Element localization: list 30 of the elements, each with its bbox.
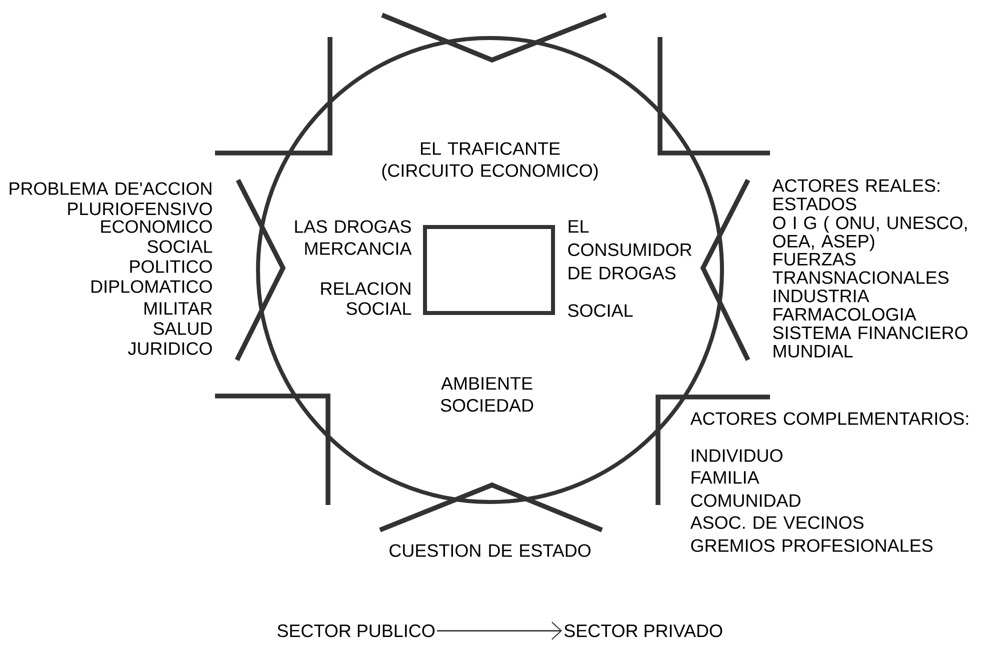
list-text: INDUSTRIA FARMACOLOGIA xyxy=(774,290,916,321)
list-text: COMUNIDAD xyxy=(691,494,800,507)
circle-text: EL TRAFICANTE (CIRCUITO ECONOMICO) xyxy=(382,142,598,180)
list-text: SOCIAL xyxy=(148,240,212,253)
list-text: FAMILIA xyxy=(692,471,760,484)
list-text: GREMIOS PROFESIONALES xyxy=(691,539,932,552)
list-text: ACTORES COMPLEMENTARIOS: xyxy=(690,412,968,425)
list-text: JURIDICO xyxy=(128,342,212,355)
list-text: ESTADOS xyxy=(774,198,856,210)
list-text: INDIVIDUO xyxy=(692,449,782,462)
list-text: ASOC. DE VECINOS xyxy=(690,516,864,529)
list-text: DIPLOMATICO xyxy=(92,280,212,293)
sector-text: SECTOR PRIVADO xyxy=(564,624,722,638)
arrow xyxy=(437,622,562,640)
list-text: POLITICO xyxy=(130,260,212,273)
box-side-text: LAS DROGAS MERCANCIA xyxy=(295,220,412,255)
box-side-text: EL CONSUMIDOR DE DROGAS xyxy=(568,220,692,280)
list-text: SISTEMA FINANCIERO MUNDIAL xyxy=(773,326,968,358)
list-text: SALUD xyxy=(154,322,212,335)
list-text: ECONOMICO xyxy=(101,220,212,233)
list-text: MILITAR xyxy=(144,302,212,315)
list-text: PROBLEMA DE'ACCION PLURIOFENSIVO xyxy=(10,182,212,216)
box-side-text: SOCIAL xyxy=(568,304,633,317)
circle-text: AMBIENTE SOCIEDAD xyxy=(440,377,534,412)
box-side-text: RELACION SOCIAL xyxy=(321,282,412,315)
list-text: FUERZAS TRANSNACIONALES xyxy=(772,252,948,284)
list-text: CUESTION DE ESTADO xyxy=(390,544,590,557)
sector-text: SECTOR PUBLICO xyxy=(278,624,435,638)
list-text: O I G ( ONU, UNESCO, OEA, ASEP) xyxy=(773,216,967,252)
list-text: ACTORES REALES: xyxy=(772,179,940,192)
